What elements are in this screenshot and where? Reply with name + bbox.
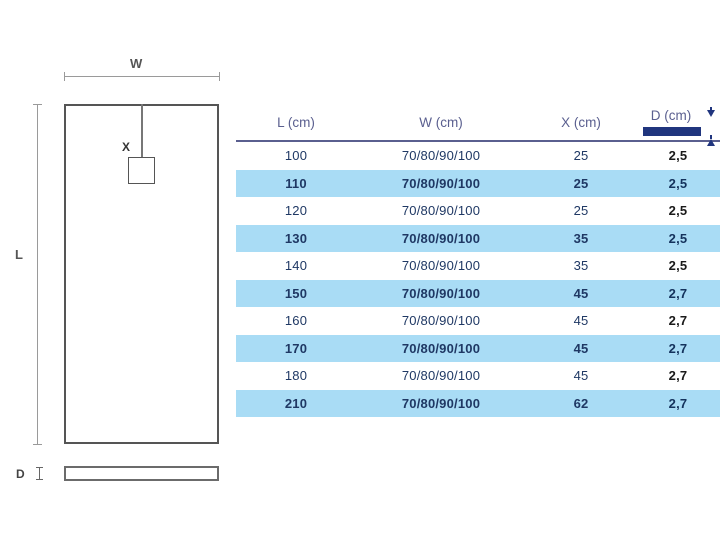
depth-header-group: D (cm) <box>641 107 715 146</box>
cell-drain-offset: 35 <box>573 258 589 274</box>
cell-depth: 2,5 <box>668 148 688 164</box>
cell-depth: 2,5 <box>636 169 720 197</box>
cell-drain-offset: 25 <box>573 203 589 219</box>
cell-width: 70/80/90/100 <box>401 313 481 329</box>
arrow-up-stem-icon <box>710 134 712 139</box>
cell-drain-offset: 62 <box>526 389 636 417</box>
table-row: 160 70/80/90/100 45 2,7 <box>236 307 720 335</box>
cell-width: 70/80/90/100 <box>356 389 526 417</box>
cell-drain-offset: 45 <box>526 279 636 307</box>
cell-width: 70/80/90/100 <box>401 148 481 164</box>
cell-length: 140 <box>284 258 308 274</box>
cell-depth: 2,7 <box>668 313 688 329</box>
cell-width: 70/80/90/100 <box>401 203 481 219</box>
cell-width: 70/80/90/100 <box>356 224 526 252</box>
cell-drain-offset: 45 <box>573 313 589 329</box>
width-tick-right-icon <box>219 72 220 81</box>
cell-length: 150 <box>236 279 356 307</box>
column-header-depth: D (cm) <box>636 104 720 146</box>
arrow-down-stem-icon <box>710 107 712 112</box>
width-dimension-line <box>64 76 219 77</box>
arrow-down-icon <box>707 110 715 118</box>
cell-depth: 2,5 <box>668 203 688 219</box>
cell-width: 70/80/90/100 <box>401 258 481 274</box>
length-tick-top-icon <box>33 104 42 105</box>
table-header-row: L (cm) W (cm) X (cm) D (cm) <box>236 104 720 146</box>
cell-width: 70/80/90/100 <box>356 169 526 197</box>
cell-length: 170 <box>236 334 356 362</box>
width-tick-left-icon <box>64 72 65 81</box>
column-header-length: L (cm) <box>236 104 356 142</box>
table-row: 120 70/80/90/100 25 2,5 <box>236 197 720 225</box>
depth-dimension-marker-icon <box>36 466 43 481</box>
table-row: 180 70/80/90/100 45 2,7 <box>236 362 720 390</box>
shower-tray-side-profile <box>64 466 219 481</box>
cell-length: 130 <box>236 224 356 252</box>
cell-length: 110 <box>236 169 356 197</box>
cell-width: 70/80/90/100 <box>356 334 526 362</box>
cell-width: 70/80/90/100 <box>401 368 481 384</box>
width-label: W <box>130 56 143 71</box>
cell-drain-offset: 45 <box>526 334 636 362</box>
drain-square-icon <box>128 157 155 184</box>
column-header-depth-text: D (cm) <box>650 108 692 124</box>
cell-depth: 2,7 <box>636 279 720 307</box>
cell-drain-offset: 45 <box>573 368 589 384</box>
cell-length: 160 <box>284 313 308 329</box>
cell-drain-offset: 25 <box>573 148 589 164</box>
depth-label: D <box>16 467 26 481</box>
column-header-drain-offset: X (cm) <box>526 104 636 142</box>
column-header-width-text: W (cm) <box>419 114 463 130</box>
thickness-bar-icon <box>643 126 701 136</box>
length-dimension-line <box>37 104 38 444</box>
length-label: L <box>15 247 23 262</box>
cell-length: 100 <box>284 148 308 164</box>
cell-length: 180 <box>284 368 308 384</box>
dimensions-table: L (cm) W (cm) X (cm) D (cm) <box>236 104 720 417</box>
cell-width: 70/80/90/100 <box>356 279 526 307</box>
column-header-width: W (cm) <box>356 104 526 142</box>
cell-length: 120 <box>284 203 308 219</box>
cell-drain-offset: 25 <box>526 169 636 197</box>
cell-depth: 2,7 <box>636 389 720 417</box>
technical-drawing: W L X D <box>0 0 236 540</box>
cell-depth: 2,7 <box>668 368 688 384</box>
cell-depth: 2,5 <box>636 224 720 252</box>
drain-offset-label: X <box>122 140 131 154</box>
cell-drain-offset: 35 <box>526 224 636 252</box>
column-header-drain-offset-text: X (cm) <box>561 114 601 130</box>
cell-length: 210 <box>236 389 356 417</box>
table-row: 140 70/80/90/100 35 2,5 <box>236 252 720 280</box>
arrow-up-icon <box>707 138 715 146</box>
cell-depth: 2,7 <box>636 334 720 362</box>
drain-leader-line <box>141 104 143 174</box>
length-tick-bottom-icon <box>33 444 42 445</box>
cell-depth: 2,5 <box>668 258 688 274</box>
column-header-length-text: L (cm) <box>277 114 315 130</box>
table-row: 100 70/80/90/100 25 2,5 <box>236 141 720 170</box>
